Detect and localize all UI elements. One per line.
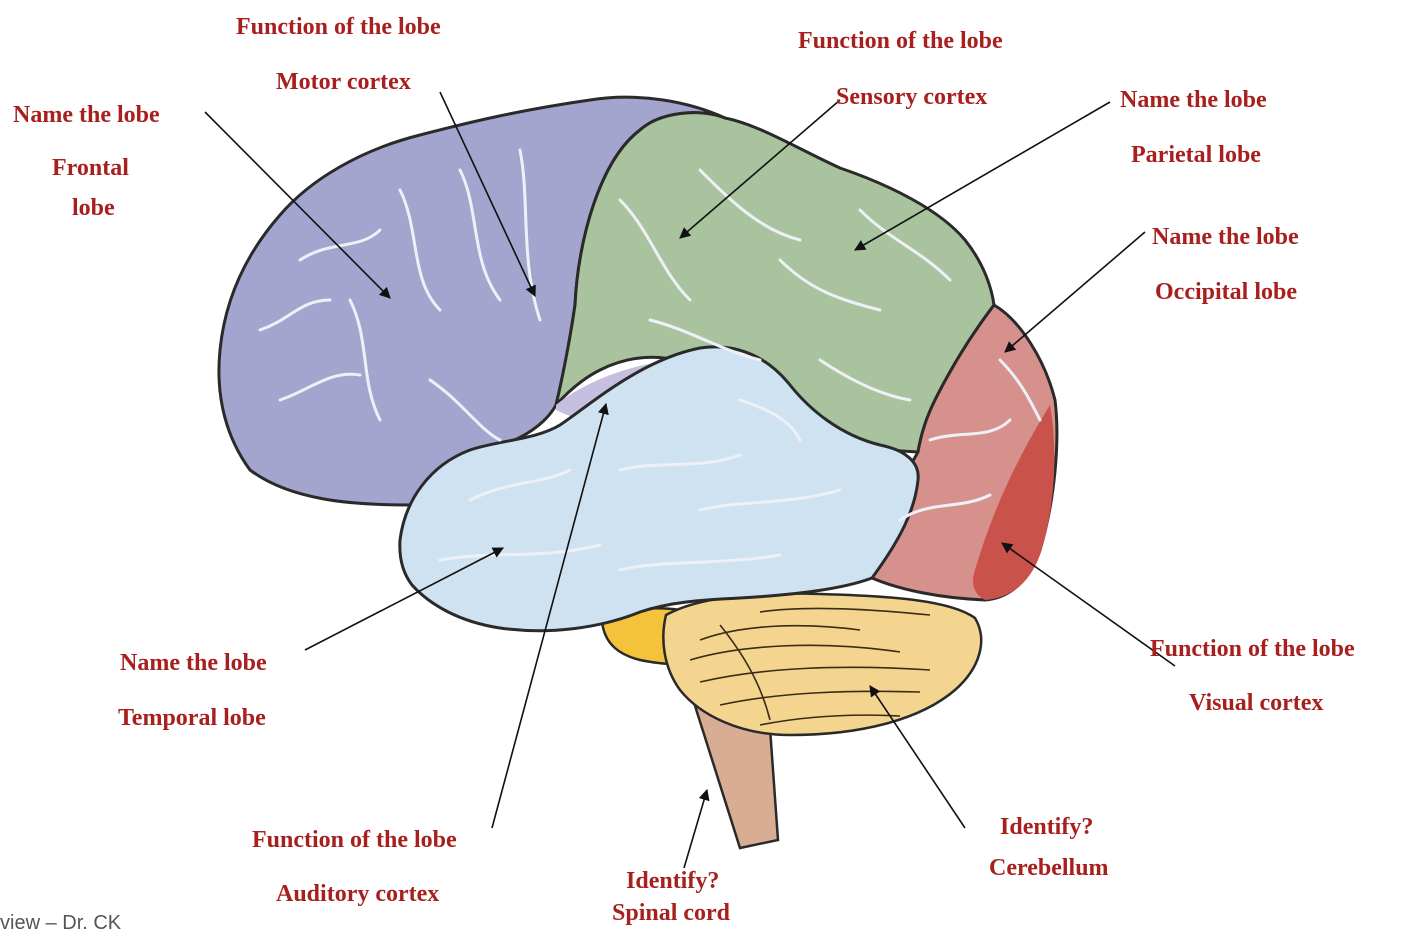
auditory-answer-label: Auditory cortex	[276, 881, 440, 907]
spinal-pointer	[683, 788, 710, 869]
occipital-pointer	[1004, 231, 1146, 353]
visual-answer-label: Visual cortex	[1189, 690, 1324, 716]
frontal-pointer	[204, 111, 391, 299]
parietal-pointer	[854, 101, 1111, 251]
spinal-prompt-label: Identify?	[626, 868, 720, 894]
motor-pointer	[439, 91, 536, 298]
temporal-prompt-label: Name the lobe	[120, 650, 267, 676]
parietal-answer-label: Parietal lobe	[1131, 142, 1261, 168]
footer-credit: view – Dr. CK	[0, 912, 122, 934]
pointer-lines	[204, 91, 1176, 869]
visual-cortex-region	[973, 405, 1055, 600]
temporal-pointer	[304, 547, 504, 651]
cerebellum-prompt-label: Identify?	[1000, 814, 1094, 840]
cerebellum-pointer	[869, 685, 966, 829]
frontal-answer-line2: lobe	[72, 195, 115, 221]
auditory-pointer	[491, 402, 609, 829]
frontal-prompt-label: Name the lobe	[13, 102, 160, 128]
cerebellum-folia	[689, 607, 931, 726]
occipital-prompt-label: Name the lobe	[1152, 224, 1299, 250]
cerebellum-answer-label: Cerebellum	[989, 855, 1109, 881]
parietal-prompt-label: Name the lobe	[1120, 87, 1267, 113]
spinal-answer-label: Spinal cord	[612, 900, 731, 926]
temporal-answer-label: Temporal lobe	[118, 705, 266, 731]
visual-prompt-label: Function of the lobe	[1150, 636, 1355, 662]
sensory-pointer	[679, 99, 841, 239]
motor-answer-label: Motor cortex	[276, 69, 411, 95]
gyri-lines	[258, 148, 1042, 572]
occipital-answer-label: Occipital lobe	[1155, 279, 1297, 305]
temporal-lobe-region	[398, 345, 920, 633]
frontal-answer-line1: Frontal	[52, 155, 129, 181]
sensory-answer-label: Sensory cortex	[836, 84, 988, 110]
auditory-prompt-label: Function of the lobe	[252, 827, 457, 853]
cerebellum-region	[662, 592, 983, 737]
motor-prompt-label: Function of the lobe	[236, 14, 441, 40]
visual-pointer	[1001, 542, 1176, 667]
sensory-prompt-label: Function of the lobe	[798, 28, 1003, 54]
